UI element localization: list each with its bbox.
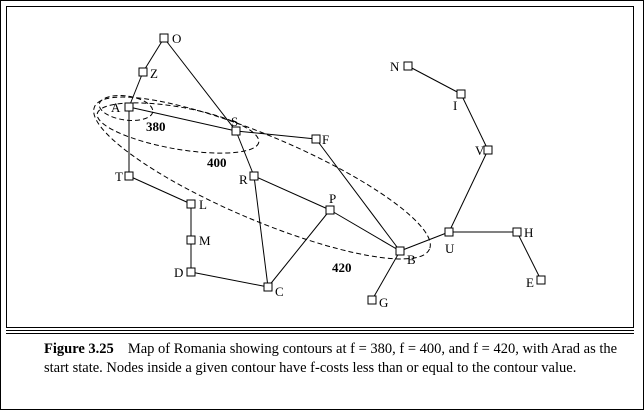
edge-o-z [142,37,165,73]
contour-420 [93,96,431,260]
edge-b-u [399,231,450,252]
map-panel [6,6,634,328]
node-arad: A [111,100,134,115]
node-label-m: M [199,233,211,248]
node-label-n: N [390,59,400,74]
node-sibiu: S [231,114,241,136]
figure-label: Figure 3.25 [44,341,114,357]
contour-label-400: 400 [207,155,227,170]
node-hirsova: H [512,225,533,240]
node-mehadia: M [186,233,211,248]
contour-380 [98,95,154,121]
node-lugoj: L [186,197,207,212]
romania-map: 380 400 420 O Z A S F N I [93,31,546,310]
node-label-p: P [329,191,336,206]
edge-r-p [253,175,331,211]
caption-text: Map of Romania showing contours at f = 3… [44,341,618,376]
node-urziceni: U [444,227,455,256]
node-neamt: N [390,59,413,74]
edge-z-a [128,71,144,108]
node-pitesti: P [325,191,336,215]
contours: 380 400 420 [93,95,431,275]
node-label-a: A [111,100,121,115]
node-eforie: E [526,275,546,290]
edge-v-i [460,93,489,151]
node-giurgiu: G [367,295,388,310]
edge-r-c [253,175,269,288]
edge-d-c [190,271,269,288]
edge-b-g [371,250,401,301]
edge-f-b [315,138,401,252]
node-label-t: T [115,169,123,184]
node-label-b: B [407,252,416,267]
node-label-f: F [322,132,329,147]
node-label-g: G [379,295,388,310]
edge-o-s [163,37,237,132]
edge-s-f [235,130,317,140]
edge-t-l [128,175,192,205]
node-oradea: O [159,31,181,46]
caption-rule-bottom [6,333,634,334]
contour-label-380: 380 [146,119,166,134]
edge-p-b [329,209,401,252]
node-label-u: U [445,241,455,256]
edge-s-r [235,130,255,177]
edge-a-s [128,106,237,132]
node-label-s: S [231,114,238,129]
node-zerind: Z [138,66,158,81]
nodes: O Z A S F N I V [111,31,546,310]
edge-h-e [516,231,542,281]
node-label-e: E [526,275,534,290]
node-vaslui: V [475,143,493,158]
edge-p-c [267,209,331,288]
node-label-c: C [275,284,284,299]
node-bucharest: B [395,246,416,267]
edges [128,37,542,301]
node-iasi: I [453,89,466,113]
contour-400 [96,102,260,154]
contour-label-420: 420 [332,260,352,275]
node-fagaras: F [311,132,329,147]
node-label-z: Z [150,66,158,81]
node-label-r: R [239,172,248,187]
edge-i-n [407,65,462,95]
node-rimnicu-vilcea: R [239,171,259,187]
node-label-o: O [172,31,181,46]
node-craiova: C [263,282,284,299]
caption-rule-top [6,330,634,331]
node-timisoara: T [115,169,134,184]
edge-u-v [448,149,489,233]
node-label-i: I [453,98,457,113]
node-label-l: L [199,197,207,212]
node-label-h: H [524,225,533,240]
node-drobeta: D [174,265,196,280]
node-label-v: V [475,143,485,158]
node-label-d: D [174,265,183,280]
